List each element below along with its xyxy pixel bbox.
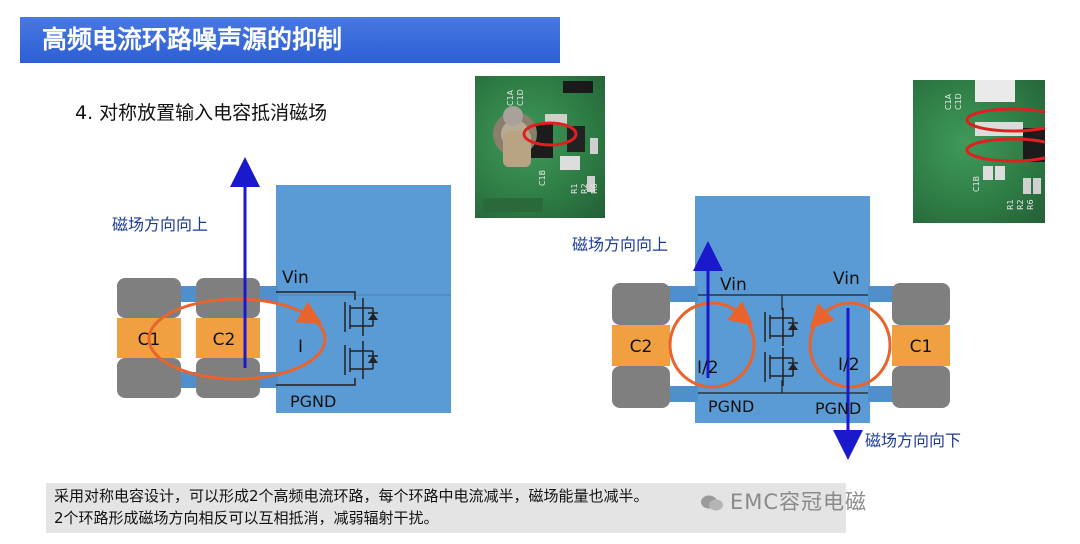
pcb-photo-left-art: C1A C1D C1B R1 R2 R6: [483, 81, 599, 212]
photo-label: C1A: [506, 89, 515, 106]
capacitor-c1-left: C1: [117, 278, 181, 398]
cap-label-c2-left: C2: [213, 330, 236, 350]
field-up-note-right: 磁场方向向上: [572, 235, 668, 254]
vin-label-right-b: Vin: [833, 269, 860, 289]
photo-label: R6: [590, 183, 599, 194]
page-title: 高频电流环路噪声源的抑制: [20, 17, 560, 63]
cap-label-c2-right: C2: [630, 337, 653, 357]
photo-label: C1D: [516, 89, 525, 106]
field-down-note-right: 磁场方向向下: [865, 431, 961, 450]
capacitor-c1-right: C1: [892, 283, 950, 408]
photo-label: C1A: [944, 93, 953, 110]
current-loop-right-b: [808, 301, 892, 389]
summary-line-2: 2个环路形成磁场方向相反可以互相抵消，减弱辐射干扰。: [54, 509, 439, 527]
summary-line-1: 采用对称电容设计，可以形成2个高频电流环路，每个环路中电流减半，磁场能量也减半。: [54, 487, 649, 505]
current-label-left: I: [298, 337, 303, 357]
vin-label-right-a: Vin: [720, 275, 747, 295]
field-note-left: 磁场方向向上: [112, 215, 208, 234]
photo-label: C1B: [538, 170, 547, 186]
current-loop-right-a: [668, 301, 756, 389]
photo-label: R1: [570, 183, 579, 194]
photo-label: R1: [1006, 199, 1015, 210]
photo-label: C1B: [972, 176, 981, 192]
summary-note: 采用对称电容设计，可以形成2个高频电流环路，每个环路中电流减半，磁场能量也减半。…: [46, 483, 846, 533]
pcb-photo-left: C1A C1D C1B R1 R2 R6: [475, 76, 605, 218]
wechat-icon: [701, 495, 723, 511]
photo-label: R2: [1016, 199, 1025, 210]
watermark-text: EMC容冠电磁: [730, 490, 868, 514]
vin-label-left: Vin: [282, 268, 309, 288]
photo-label: R6: [1026, 199, 1035, 210]
photo-label: C1D: [954, 93, 963, 110]
pgnd-label-right-a: PGND: [708, 397, 754, 416]
current-label-right-b: I/2: [838, 355, 860, 375]
section-subtitle: 4. 对称放置输入电容抵消磁场: [75, 102, 328, 124]
photo-label: R2: [580, 183, 589, 194]
cap-label-c1-right: C1: [910, 337, 933, 357]
current-loop-left: [147, 297, 327, 381]
watermark: EMC容冠电磁: [700, 486, 867, 516]
pgnd-label-right-b: PGND: [815, 399, 861, 418]
current-label-right-a: I/2: [697, 358, 719, 378]
pcb-photo-right: C1A C1D C1B R1 R2 R6: [913, 80, 1045, 223]
pgnd-label-left: PGND: [290, 392, 336, 411]
pcb-photo-right-art: C1A C1D C1B R1 R2 R6: [944, 80, 1045, 210]
capacitor-c2-right: C2: [612, 283, 670, 408]
